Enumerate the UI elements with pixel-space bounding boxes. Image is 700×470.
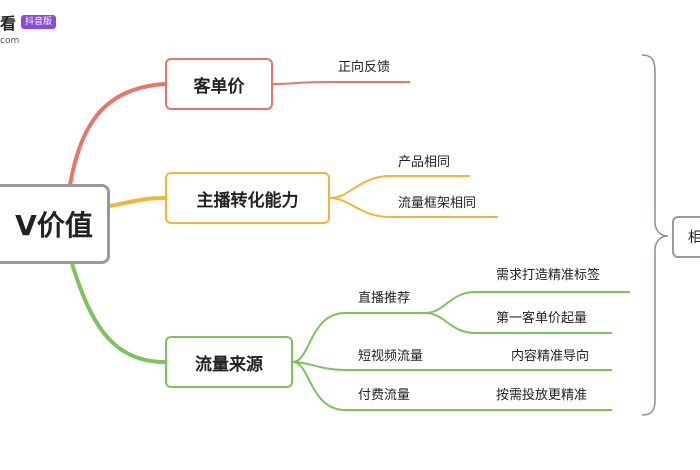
summary-label: 相 <box>688 230 700 246</box>
watermark-badge: 抖音版 <box>21 15 57 29</box>
subbranch-duanshipin: 短视频流量 <box>358 349 424 364</box>
leaf-diyi: 第一客单价起量 <box>496 311 588 326</box>
leaf-liuliangkuangjia: 流量框架相同 <box>398 196 477 211</box>
connector-root-zhubo <box>109 196 166 208</box>
connector-zhibo-xuqiu <box>424 291 630 314</box>
branch-label: 主播转化能力 <box>196 190 299 211</box>
leaf-antou: 按需投放更精准 <box>496 388 588 403</box>
connector-kedanjia-zhengxiang <box>272 81 410 85</box>
subbranch-fufei: 付费流量 <box>358 388 411 403</box>
leaf-neirong: 内容精准导向 <box>511 349 590 364</box>
branch-label: 流量来源 <box>195 354 263 375</box>
watermark-name: 看 <box>0 14 17 33</box>
connector-zhubo-chanpin <box>329 175 470 199</box>
branch-node-zhubo: 主播转化能力 <box>165 172 330 224</box>
summary-node: 相 <box>672 216 700 258</box>
connector-liuliang-zhibo <box>292 312 425 363</box>
branch-node-liuliang: 流量来源 <box>165 336 293 388</box>
root-node: V价值 <box>0 184 110 264</box>
connector-zhibo-diyi <box>424 312 612 334</box>
subbranch-zhibo: 直播推荐 <box>358 291 411 306</box>
connector-zhubo-liuliangkuangjia <box>329 197 498 218</box>
summary-bracket <box>641 54 669 416</box>
connector-liuliang-fufei <box>292 361 440 411</box>
root-label: V价值 <box>15 209 93 242</box>
branch-label: 客单价 <box>193 76 245 97</box>
watermark-suffix: com <box>0 36 20 46</box>
branch-node-kedanjia: 客单价 <box>165 58 273 110</box>
connector-liuliang-duanshipin <box>292 361 440 371</box>
connector-root-kedanjia <box>68 82 166 186</box>
leaf-xuqiu: 需求打造精准标签 <box>496 268 601 283</box>
leaf-zhengxiang: 正向反馈 <box>338 60 391 75</box>
leaf-chanpin: 产品相同 <box>398 155 451 170</box>
connector-root-liuliang <box>70 263 166 364</box>
